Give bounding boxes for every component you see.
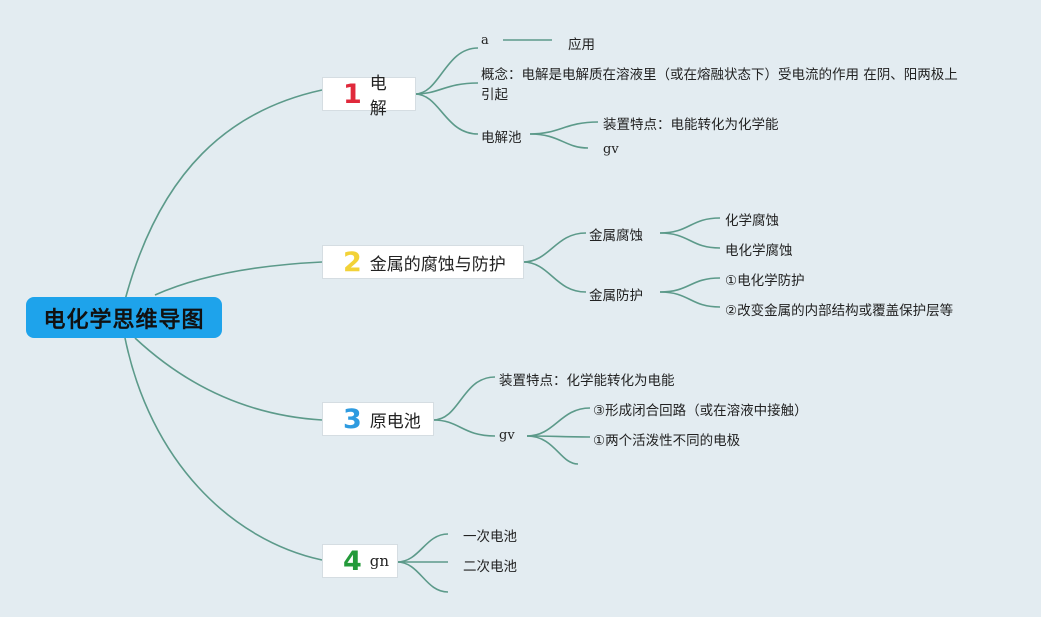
branch-number: 3	[343, 403, 362, 435]
node-concept-line1[interactable]: 概念：电解是电解质在溶液里（或在熔融状态下）受电流的作用 在阴、阳两极上	[481, 67, 958, 83]
root-topic[interactable]: 电化学思维导图	[26, 297, 222, 338]
node-secondary-battery[interactable]: 二次电池	[463, 559, 517, 575]
branch-electrolysis[interactable]: 1 电解	[322, 74, 416, 119]
branch-label: 原电池	[369, 411, 421, 432]
branch-galvanic-cell[interactable]: 3 原电池	[322, 402, 434, 436]
node-cell-feature[interactable]: 装置特点：电能转化为化学能	[603, 117, 779, 133]
branch-number: 1	[343, 78, 362, 110]
node-concept-line2: 引起	[481, 87, 508, 103]
branch-label: 电解	[369, 74, 387, 119]
node-metal-protection[interactable]: 金属防护	[589, 288, 643, 304]
node-metal-corrosion[interactable]: 金属腐蚀	[589, 228, 643, 244]
branch-corrosion-protection[interactable]: 2 金属的腐蚀与防护	[322, 245, 524, 279]
node-galvanic-feature[interactable]: 装置特点：化学能转化为电能	[499, 373, 675, 389]
node-condition-3[interactable]: ③形成闭合回路（或在溶液中接触）	[593, 403, 808, 419]
node-electrolytic-cell[interactable]: 电解池	[481, 130, 522, 146]
branch-gn[interactable]: 4 gn	[322, 544, 398, 578]
branch-label: gn	[369, 552, 390, 570]
node-chemical-corrosion[interactable]: 化学腐蚀	[725, 213, 779, 229]
node-application[interactable]: 应用	[568, 37, 595, 53]
branch-label: 金属的腐蚀与防护	[369, 254, 506, 275]
node-cell-gv[interactable]: gv	[603, 142, 619, 157]
node-electrochemical-corrosion[interactable]: 电化学腐蚀	[725, 243, 793, 259]
node-condition-1[interactable]: ①两个活泼性不同的电极	[593, 433, 741, 449]
node-a[interactable]: a	[481, 33, 489, 48]
branch-number: 2	[343, 246, 362, 278]
node-protection-1[interactable]: ①电化学防护	[725, 273, 805, 289]
branch-number: 4	[343, 545, 362, 577]
node-galvanic-gv[interactable]: gv	[499, 428, 515, 443]
node-protection-2[interactable]: ②改变金属的内部结构或覆盖保护层等	[725, 303, 954, 319]
node-primary-battery[interactable]: 一次电池	[463, 529, 517, 545]
